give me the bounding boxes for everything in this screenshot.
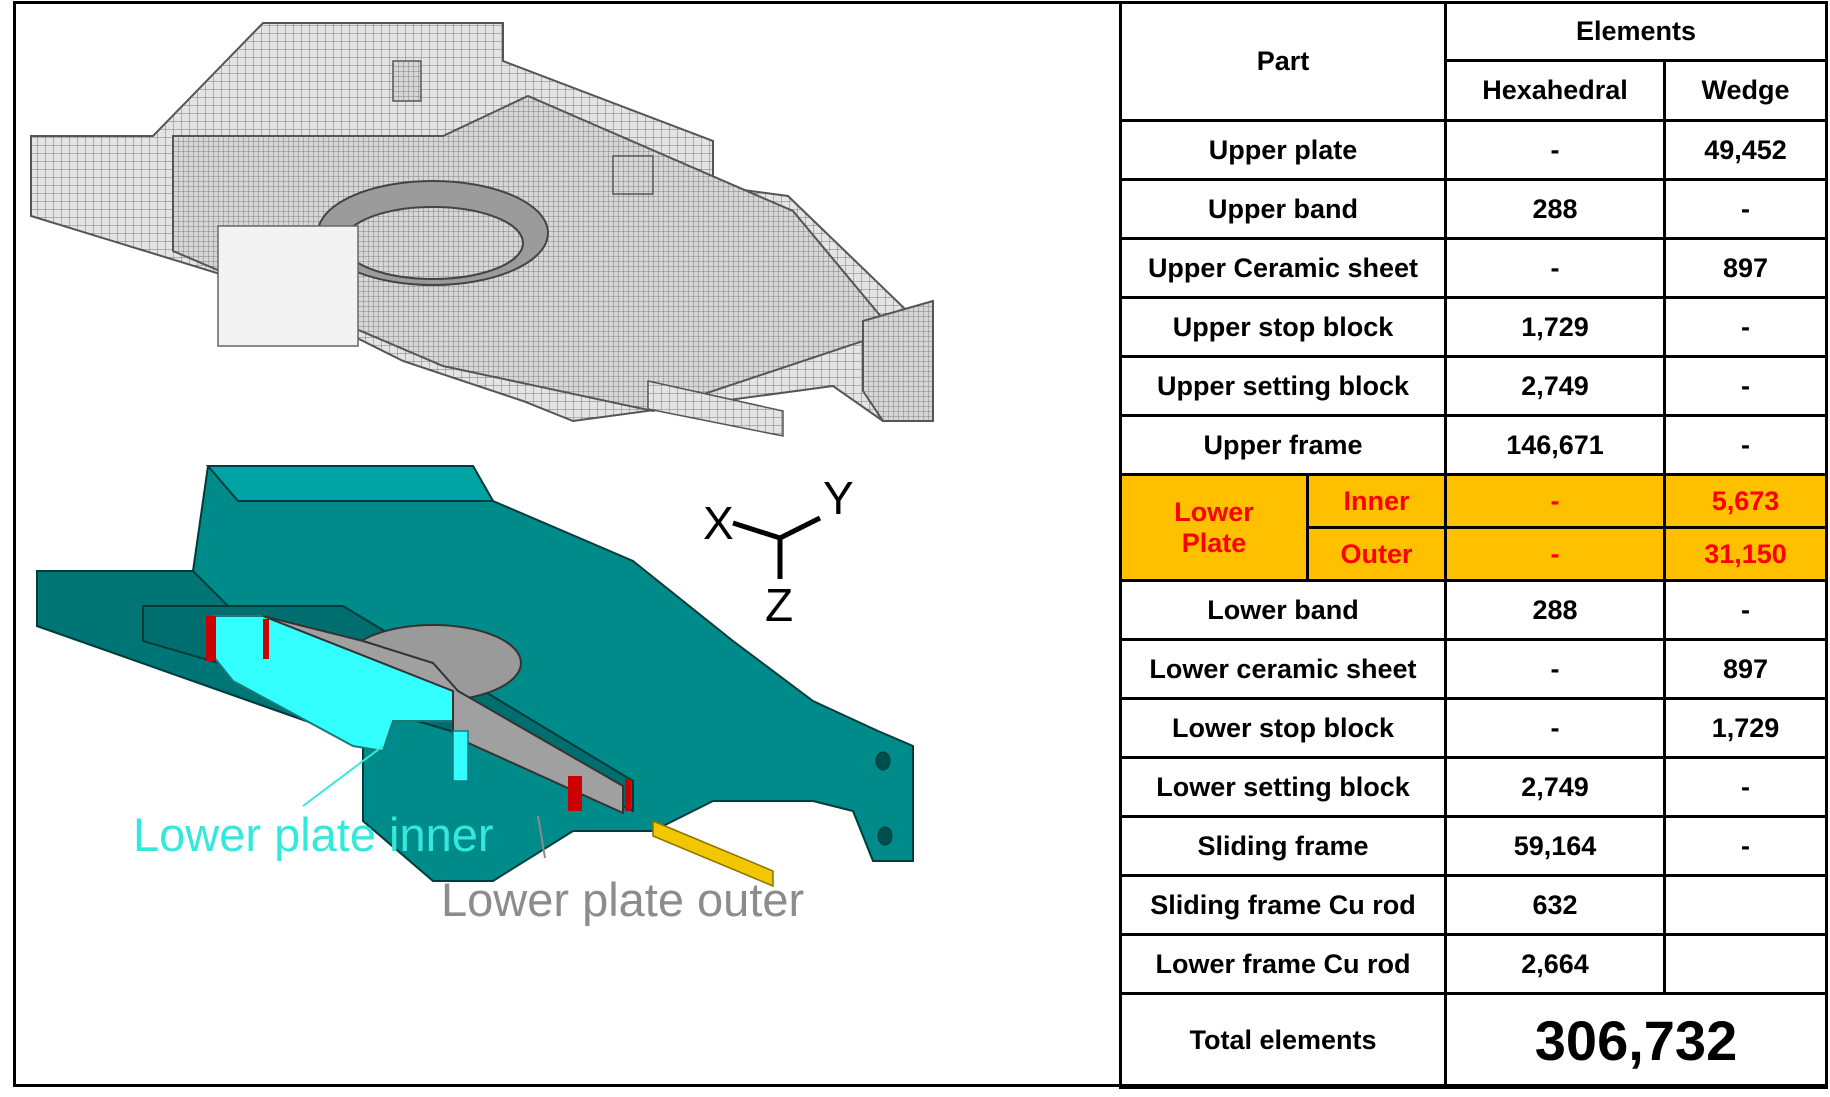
element-count-table-container: Part Elements Hexahedral Wedge Upper pla… xyxy=(1119,1,1828,1089)
hex-cell: 1,729 xyxy=(1444,296,1666,358)
table-row: Sliding frame Cu rod 632 xyxy=(1119,874,1828,936)
wedge-cell: - xyxy=(1663,296,1828,358)
part-cell: Sliding frame xyxy=(1119,815,1447,877)
wedge-header: Wedge xyxy=(1663,59,1828,122)
hex-cell: - xyxy=(1444,237,1666,299)
part-cell: Upper setting block xyxy=(1119,355,1447,417)
hex-cell: - xyxy=(1444,697,1666,759)
wedge-cell: 5,673 xyxy=(1663,473,1828,529)
table-row: Lower band 288 - xyxy=(1119,579,1828,641)
table-row: Upper frame 146,671 - xyxy=(1119,414,1828,476)
part-cell: Sliding frame Cu rod xyxy=(1119,874,1447,936)
hex-cell: 632 xyxy=(1444,874,1666,936)
wedge-cell: 1,729 xyxy=(1663,697,1828,759)
wedge-cell: 49,452 xyxy=(1663,119,1828,181)
table-row: Upper stop block 1,729 - xyxy=(1119,296,1828,358)
part-cell: Upper stop block xyxy=(1119,296,1447,358)
table-row: Upper band 288 - xyxy=(1119,178,1828,240)
upper-mesh-model xyxy=(30,22,934,437)
table-row: Upper Ceramic sheet - 897 xyxy=(1119,237,1828,299)
hex-cell: 288 xyxy=(1444,178,1666,240)
fe-model-figure: X Y Z Lower plate inner Lower plate oute… xyxy=(13,1,1123,1087)
part-cell: Lower setting block xyxy=(1119,756,1447,818)
wedge-cell: 31,150 xyxy=(1663,526,1828,582)
hex-cell: - xyxy=(1444,473,1666,529)
table-row: Lower stop block - 1,729 xyxy=(1119,697,1828,759)
inner-leader-line xyxy=(302,745,384,807)
hex-cell: - xyxy=(1444,119,1666,181)
hex-cell: 2,749 xyxy=(1444,756,1666,818)
hex-cell: 59,164 xyxy=(1444,815,1666,877)
header-row-2: Hexahedral Wedge xyxy=(1121,59,1828,122)
total-label: Total elements xyxy=(1119,992,1447,1089)
sub-part-cell: Inner xyxy=(1306,473,1447,529)
outer-frame xyxy=(13,1,1828,1087)
wedge-cell: - xyxy=(1663,178,1828,240)
axis-x-label: X xyxy=(703,497,734,549)
hex-cell: 2,749 xyxy=(1444,355,1666,417)
part-cell: Lower stop block xyxy=(1119,697,1447,759)
model-illustration: X Y Z Lower plate inner Lower plate oute… xyxy=(30,22,934,926)
hexahedral-header: Hexahedral xyxy=(1444,59,1666,122)
lower-plate-outer-label: Lower plate outer xyxy=(441,873,804,926)
hex-cell: - xyxy=(1444,526,1666,582)
part-cell: Lower band xyxy=(1119,579,1447,641)
hex-cell: 288 xyxy=(1444,579,1666,641)
table-row: Lower ceramic sheet - 897 xyxy=(1119,638,1828,700)
hex-cell: 2,664 xyxy=(1444,933,1666,995)
hex-cell: - xyxy=(1444,638,1666,700)
hex-cell: 146,671 xyxy=(1444,414,1666,476)
part-cell: Lower ceramic sheet xyxy=(1119,638,1447,700)
part-cell: Upper plate xyxy=(1119,119,1447,181)
part-cell: Lower frame Cu rod xyxy=(1119,933,1447,995)
axis-z-label: Z xyxy=(765,579,793,631)
total-value: 306,732 xyxy=(1444,992,1828,1089)
outer-leader-line xyxy=(537,815,546,859)
lower-plate-row-outer: Outer - 31,150 xyxy=(1121,526,1828,582)
lower-plate-row-inner: Lower Plate Inner - 5,673 xyxy=(1119,473,1828,582)
wedge-cell xyxy=(1663,933,1828,995)
part-cell: Upper frame xyxy=(1119,414,1447,476)
lower-plate-label: Lower Plate xyxy=(1119,473,1309,582)
wedge-cell: - xyxy=(1663,579,1828,641)
sub-part-cell: Outer xyxy=(1306,526,1447,582)
part-header: Part xyxy=(1119,1,1447,122)
element-count-table: Part Elements Hexahedral Wedge Upper pla… xyxy=(1119,1,1828,1089)
wedge-cell: - xyxy=(1663,756,1828,818)
lower-solid-model xyxy=(36,465,914,888)
table-row: Upper plate - 49,452 xyxy=(1119,119,1828,181)
lower-plate-inner-label: Lower plate inner xyxy=(133,808,494,861)
part-cell: Upper band xyxy=(1119,178,1447,240)
coordinate-axes: X Y Z xyxy=(703,472,854,631)
total-row: Total elements 306,732 xyxy=(1119,992,1828,1089)
wedge-cell: 897 xyxy=(1663,237,1828,299)
table-row: Lower setting block 2,749 - xyxy=(1119,756,1828,818)
table-row: Lower frame Cu rod 2,664 xyxy=(1119,933,1828,995)
part-cell: Upper Ceramic sheet xyxy=(1119,237,1447,299)
axis-y-label: Y xyxy=(823,472,854,524)
